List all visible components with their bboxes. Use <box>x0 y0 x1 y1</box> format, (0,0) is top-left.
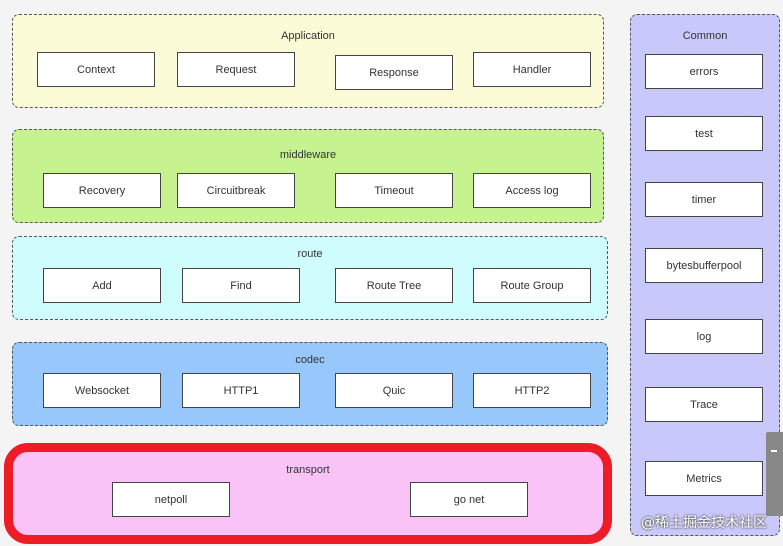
websocket-box: Websocket <box>43 373 161 408</box>
log-box: log <box>645 319 763 354</box>
trace-box: Trace <box>645 387 763 422</box>
context-box: Context <box>37 52 155 87</box>
access-log-box: Access log <box>473 173 591 208</box>
common-layer-title: Common <box>682 30 728 42</box>
application-layer: Application Context Request Response Han… <box>12 14 604 108</box>
go-net-box: go net <box>410 482 528 517</box>
netpoll-box: netpoll <box>112 482 230 517</box>
recovery-box: Recovery <box>43 173 161 208</box>
circuitbreak-box: Circuitbreak <box>177 173 295 208</box>
route-tree-box: Route Tree <box>335 268 453 303</box>
common-layer: Common errors test timer bytesbufferpool… <box>630 14 780 536</box>
handler-box: Handler <box>473 52 591 87</box>
middleware-layer-title: middleware <box>279 149 337 161</box>
transport-layer: transport netpoll go net <box>4 443 612 544</box>
application-layer-title: Application <box>281 30 335 42</box>
response-box: Response <box>335 55 453 90</box>
middleware-layer: middleware Recovery Circuitbreak Timeout… <box>12 129 604 223</box>
add-box: Add <box>43 268 161 303</box>
route-layer-title: route <box>297 248 323 260</box>
find-box: Find <box>182 268 300 303</box>
codec-layer-title: codec <box>295 354 325 366</box>
timer-box: timer <box>645 182 763 217</box>
timeout-box: Timeout <box>335 173 453 208</box>
request-box: Request <box>177 52 295 87</box>
side-scroll-tab[interactable] <box>766 432 783 516</box>
transport-layer-title: transport <box>286 464 330 476</box>
codec-layer: codec Websocket HTTP1 Quic HTTP2 <box>12 342 608 426</box>
watermark: @稀土掘金技术社区 <box>641 515 767 531</box>
http2-box: HTTP2 <box>473 373 591 408</box>
route-layer: route Add Find Route Tree Route Group <box>12 236 608 320</box>
bytesbufferpool-box: bytesbufferpool <box>645 248 763 283</box>
errors-box: errors <box>645 54 763 89</box>
metrics-box: Metrics <box>645 461 763 496</box>
minus-icon <box>771 450 777 452</box>
route-group-box: Route Group <box>473 268 591 303</box>
quic-box: Quic <box>335 373 453 408</box>
test-box: test <box>645 116 763 151</box>
http1-box: HTTP1 <box>182 373 300 408</box>
